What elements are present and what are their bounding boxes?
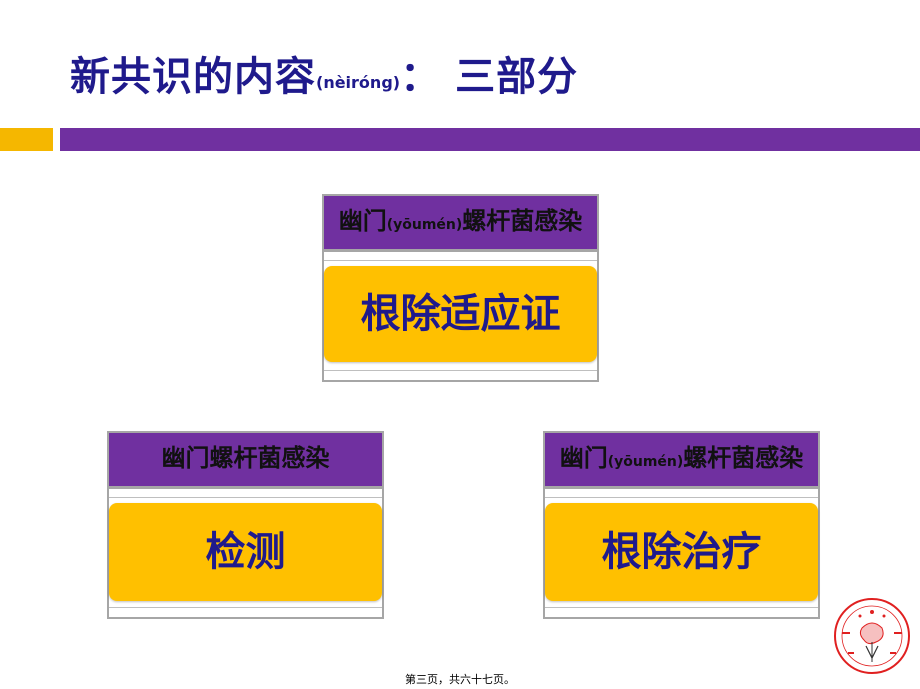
card-header-tail: 螺杆菌感染 bbox=[462, 207, 583, 235]
card-header: 幽门(yōumén)螺杆菌感染 bbox=[543, 431, 820, 488]
card-divider bbox=[109, 607, 382, 608]
card-header: 幽门(yōumén)螺杆菌感染 bbox=[322, 194, 599, 251]
card-header: 幽门螺杆菌感染 bbox=[107, 431, 384, 488]
title-separator: ： bbox=[400, 54, 442, 100]
card-divider bbox=[545, 607, 818, 608]
card-eradication-treatment: 幽门(yōumén)螺杆菌感染 根除治疗 bbox=[543, 431, 820, 619]
card-detection: 幽门螺杆菌感染 检测 bbox=[107, 431, 384, 619]
accent-bar-purple bbox=[60, 128, 920, 151]
card-header-text: 幽门 bbox=[559, 444, 608, 472]
card-divider bbox=[324, 260, 597, 261]
slide-title: 新共识的内容(nèiróng)： 三部分 bbox=[70, 44, 578, 102]
seal-logo-icon bbox=[834, 598, 910, 674]
card-body: 检测 bbox=[109, 503, 382, 601]
title-main: 新共识的内容 bbox=[70, 54, 316, 100]
title-pinyin: (nèiróng) bbox=[316, 73, 401, 92]
card-divider bbox=[545, 497, 818, 498]
card-header-text: 幽门 bbox=[338, 207, 387, 235]
card-divider bbox=[109, 497, 382, 498]
card-body: 根除适应证 bbox=[324, 266, 597, 362]
card-header-tail: 螺杆菌感染 bbox=[683, 444, 804, 472]
card-eradication-indications: 幽门(yōumén)螺杆菌感染 根除适应证 bbox=[322, 194, 599, 382]
accent-bar-yellow bbox=[0, 128, 53, 151]
page-footer: 第三页，共六十七页。 bbox=[405, 673, 515, 686]
card-divider bbox=[324, 370, 597, 371]
card-header-text: 幽门螺杆菌感染 bbox=[161, 444, 330, 472]
card-body: 根除治疗 bbox=[545, 503, 818, 601]
card-header-pinyin: (yōumén) bbox=[386, 217, 463, 233]
title-tail: 三部分 bbox=[455, 54, 579, 100]
card-header-pinyin: (yōumén) bbox=[607, 454, 684, 470]
